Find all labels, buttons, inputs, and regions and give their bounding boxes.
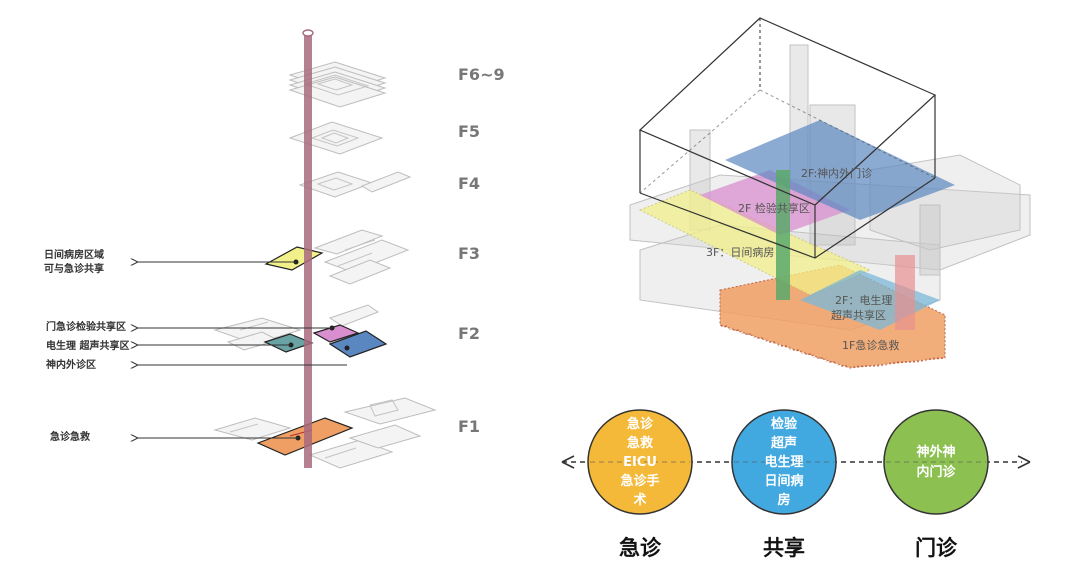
iso-f2-exam-zone xyxy=(700,170,850,235)
iso-label-f1-er: 1F急诊急救 xyxy=(842,338,899,352)
iso-red-block xyxy=(895,255,915,330)
iso-label-f2-ecg-line2: 超声共享区 xyxy=(831,308,886,322)
iso-main-box xyxy=(638,17,937,259)
callout-neuro-clinic: 神内外诊区 xyxy=(46,358,96,371)
circle-shared-line3: 电生理 xyxy=(764,454,803,470)
floor-labels: F6~9 F5 F4 F3 F2 F1 xyxy=(458,65,505,436)
exploded-floors xyxy=(213,29,437,469)
circle-shared: 检验 超声 电生理 日间病 房 共享 xyxy=(731,409,837,560)
circle-emergency-line4: 急诊手 xyxy=(620,473,659,489)
caption-outpatient: 门诊 xyxy=(915,536,958,560)
day-ward-zone xyxy=(264,246,324,271)
iso-f3-day-ward-zone xyxy=(638,189,872,296)
floor-f4-plate xyxy=(298,171,412,198)
floor-label-f2: F2 xyxy=(458,324,480,343)
isometric-massing: 2F:神内外门诊 2F 检验共享区 3F：日间病房 2F：电生理 超声共享区 1… xyxy=(629,17,1031,370)
callouts: 日间病房区域 可与急诊共享 门急诊检验共享区 电生理 超声共享区 神内外诊区 急… xyxy=(44,248,347,443)
callout-exam-shared: 门急诊检验共享区 xyxy=(46,320,126,333)
iso-label-f3-day: 3F：日间病房 xyxy=(706,245,774,259)
neuro-clinic-zone xyxy=(328,330,388,358)
floor-f1-plate xyxy=(213,397,437,469)
iso-f2-neuro-zone xyxy=(725,120,955,220)
caption-shared: 共享 xyxy=(763,536,805,560)
iso-green-core xyxy=(776,170,790,300)
iso-label-f2-exam: 2F 检验共享区 xyxy=(738,201,810,215)
floor-label-f1: F1 xyxy=(458,417,480,436)
circle-emergency-line3: EICU xyxy=(623,455,657,470)
circle-emergency-line2: 急救 xyxy=(627,435,653,451)
vertical-core-shaft xyxy=(304,34,312,468)
axis-arrow-right xyxy=(1017,455,1031,469)
core-top-cap xyxy=(302,29,314,37)
circle-emergency-line1: 急诊 xyxy=(627,416,654,432)
axis-arrow-left xyxy=(561,455,575,469)
floor-f5-plate xyxy=(288,121,384,155)
circle-shared-line4: 日间病 xyxy=(764,473,803,489)
circle-shared-line1: 检验 xyxy=(771,416,798,432)
callout-day-ward-line2: 可与急诊共享 xyxy=(44,262,104,275)
iso-label-f2-ecg-line1: 2F：电生理 xyxy=(835,293,892,307)
circle-shared-line5: 房 xyxy=(777,492,790,508)
floor-f3-plate xyxy=(264,229,410,285)
floor-f6-9-plates xyxy=(288,61,387,108)
circle-shared-line2: 超声 xyxy=(771,435,797,451)
caption-emergency: 急诊 xyxy=(619,536,662,560)
iso-label-f2-neuro: 2F:神内外门诊 xyxy=(801,166,872,180)
floor-label-f4: F4 xyxy=(458,174,480,193)
callout-ecg-ultrasound: 电生理 超声共享区 xyxy=(46,339,129,352)
floor-label-f6-9: F6~9 xyxy=(458,65,505,84)
circle-emergency: 急诊 急救 EICU 急诊手 术 急诊 xyxy=(587,409,693,560)
callout-day-ward-line1: 日间病房区域 xyxy=(44,248,104,261)
circle-outpatient-line2: 内门诊 xyxy=(916,464,956,480)
circle-outpatient-line1: 神外神 xyxy=(916,444,955,460)
floor-label-f5: F5 xyxy=(458,122,480,141)
circle-outpatient: 神外神 内门诊 门诊 xyxy=(883,409,989,560)
floor-f2-plate xyxy=(213,304,388,358)
circle-emergency-line5: 术 xyxy=(632,492,646,508)
floor-label-f3: F3 xyxy=(458,244,480,263)
callout-emergency: 急诊急救 xyxy=(50,430,90,443)
ghost-tower-3 xyxy=(919,204,941,276)
